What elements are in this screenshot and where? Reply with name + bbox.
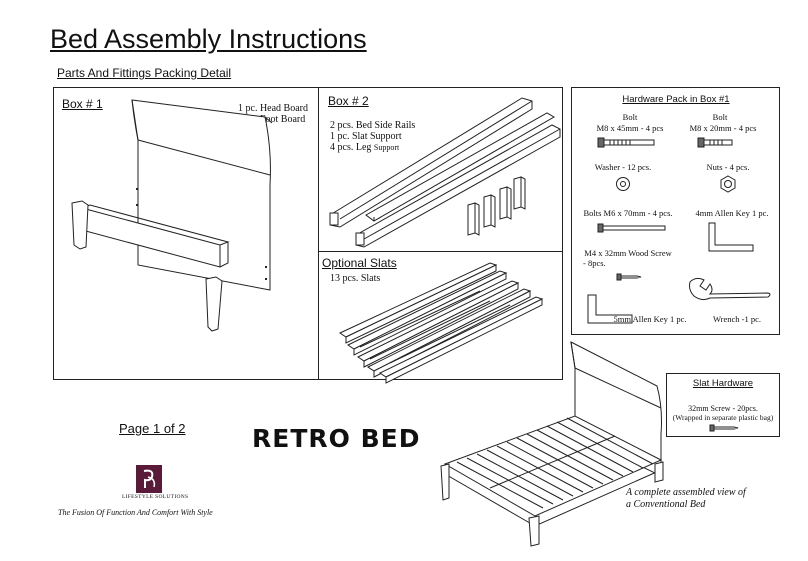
slats-illustration [338,262,544,384]
box2-item-slat-support: 1 pc. Slat Support [330,131,402,142]
slat-hardware-line2: (Wrapped in separate plastic bag) [672,413,774,422]
allen-key-5mm-icon [587,294,633,324]
bolt2-heading: Bolt [712,112,728,122]
leg-suffix: Support [373,143,400,152]
allen-key-4mm-label: 4mm Allen Key 1 pc. [695,208,769,218]
washer-icon [616,177,630,191]
bolt-m6x70-icon [597,223,666,233]
leg-count: 4 pcs. Leg [330,142,372,153]
document-title: Bed Assembly Instructions [50,24,367,54]
logo-wordmark: LIFESTYLE SOLUTIONS [122,494,189,500]
slat-hardware-title: Slat Hardware [692,378,754,389]
divider-vertical [318,87,319,380]
wrench-icon [689,277,771,301]
washer-label: Washer - 12 pcs. [594,162,652,172]
wrench-label: Wrench -1 pc. [712,314,762,324]
divider-horizontal [318,251,563,252]
slat-hardware-line1: 32mm Screw - 20pcs. [688,404,758,413]
box2-item-side-rails: 2 pcs. Bed Side Rails [330,120,416,131]
wood-screw-line1: M4 x 32mm Wood Screw [584,248,672,258]
bolt2-spec: M8 x 20mm - 4 pcs [689,123,757,133]
headboard-footboard-illustration [71,99,273,332]
box1-item-head-board: 1 pc. Head Board [238,103,308,114]
optional-slats-label: Optional Slats [322,256,397,270]
bolts-m6-label: Bolts M6 x 70mm - 4 pcs. [583,208,673,218]
allen-key-5mm-label: 5mm Allen Key 1 pc. [613,314,687,324]
assembled-view-caption: A complete assembled view of a Conventio… [626,487,746,511]
assembled-bed-illustration [440,341,664,547]
nuts-label: Nuts - 4 pcs. [706,162,750,172]
bolt1-heading: Bolt [622,112,638,122]
wood-screw-line2: - 8pcs. [583,258,606,268]
bolt-m8x45-icon [597,137,655,148]
company-tagline: The Fusion Of Function And Comfort With … [58,508,213,517]
caption-line2: a Conventional Bed [626,499,706,510]
lifestyle-solutions-logo-icon [136,465,162,493]
hardware-title: Hardware Pack in Box #1 [622,94,730,105]
box2-label: Box # 2 [328,94,369,108]
packing-detail-frame [53,87,563,380]
document-subtitle: Parts And Fittings Packing Detail [57,66,232,80]
page-indicator: Page 1 of 2 [119,421,186,436]
allen-key-4mm-icon [708,222,754,252]
nut-icon [720,175,736,193]
slat-screw-icon [709,424,739,432]
product-name: RETRO BED [252,424,421,453]
box2-item-leg-support: 4 pcs. Leg Support [330,142,399,153]
box1-label: Box # 1 [62,97,103,111]
side-rails-illustration [329,97,561,248]
wood-screw-icon [616,273,642,281]
bolt1-spec: M8 x 45mm - 4 pcs [596,123,664,133]
box1-item-foot-board: 1 pc. Foot Board [238,114,306,125]
hardware-pack-frame [571,87,780,335]
slat-hardware-frame [666,373,780,437]
optional-slats-count: 13 pcs. Slats [330,273,381,284]
bolt-m8x20-icon [697,137,733,148]
caption-line1: A complete assembled view of [626,487,746,498]
